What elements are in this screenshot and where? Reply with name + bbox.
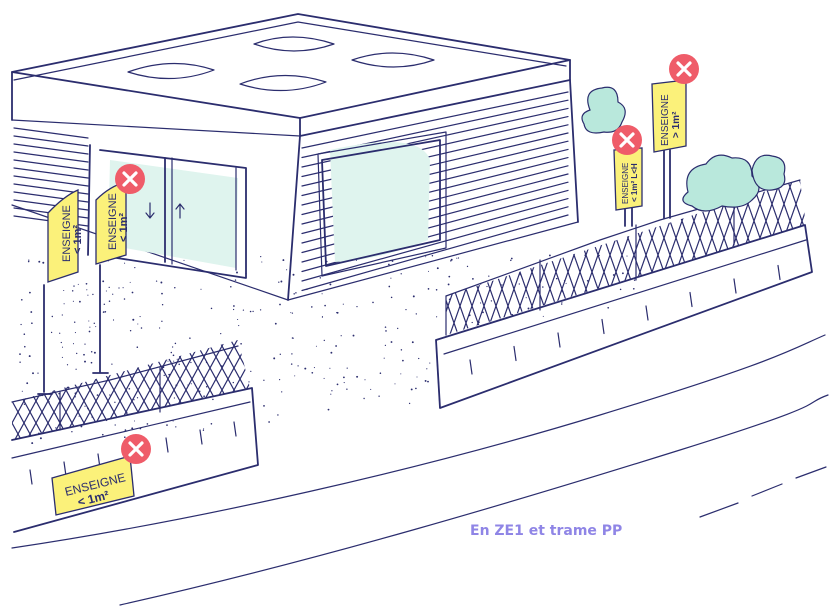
right-planter-wall	[400, 170, 830, 408]
totem-sign-4: ENSEIGNE < 1m² L<H	[614, 148, 642, 226]
close-x-icon	[115, 164, 145, 194]
sign-5-line2: > 1m²	[671, 111, 682, 138]
sign-1-line2: < 1m²	[72, 225, 84, 254]
sign-5-line1: ENSEIGNE	[660, 94, 671, 146]
sign-2-line2: < 1m²	[118, 213, 130, 242]
sign-4-line1: ENSEIGNE	[621, 163, 630, 204]
totem-sign-5: ENSEIGNE > 1m²	[652, 80, 686, 218]
close-x-icon	[669, 54, 699, 84]
left-planter-wall	[0, 335, 312, 532]
flag-sign-2: ENSEIGNE < 1m²	[93, 182, 130, 373]
close-x-icon	[121, 434, 151, 464]
zone-caption: En ZE1 et trame PP	[470, 523, 622, 539]
sign-4-line2: < 1m² L<H	[630, 163, 639, 202]
close-x-icon	[612, 125, 642, 155]
